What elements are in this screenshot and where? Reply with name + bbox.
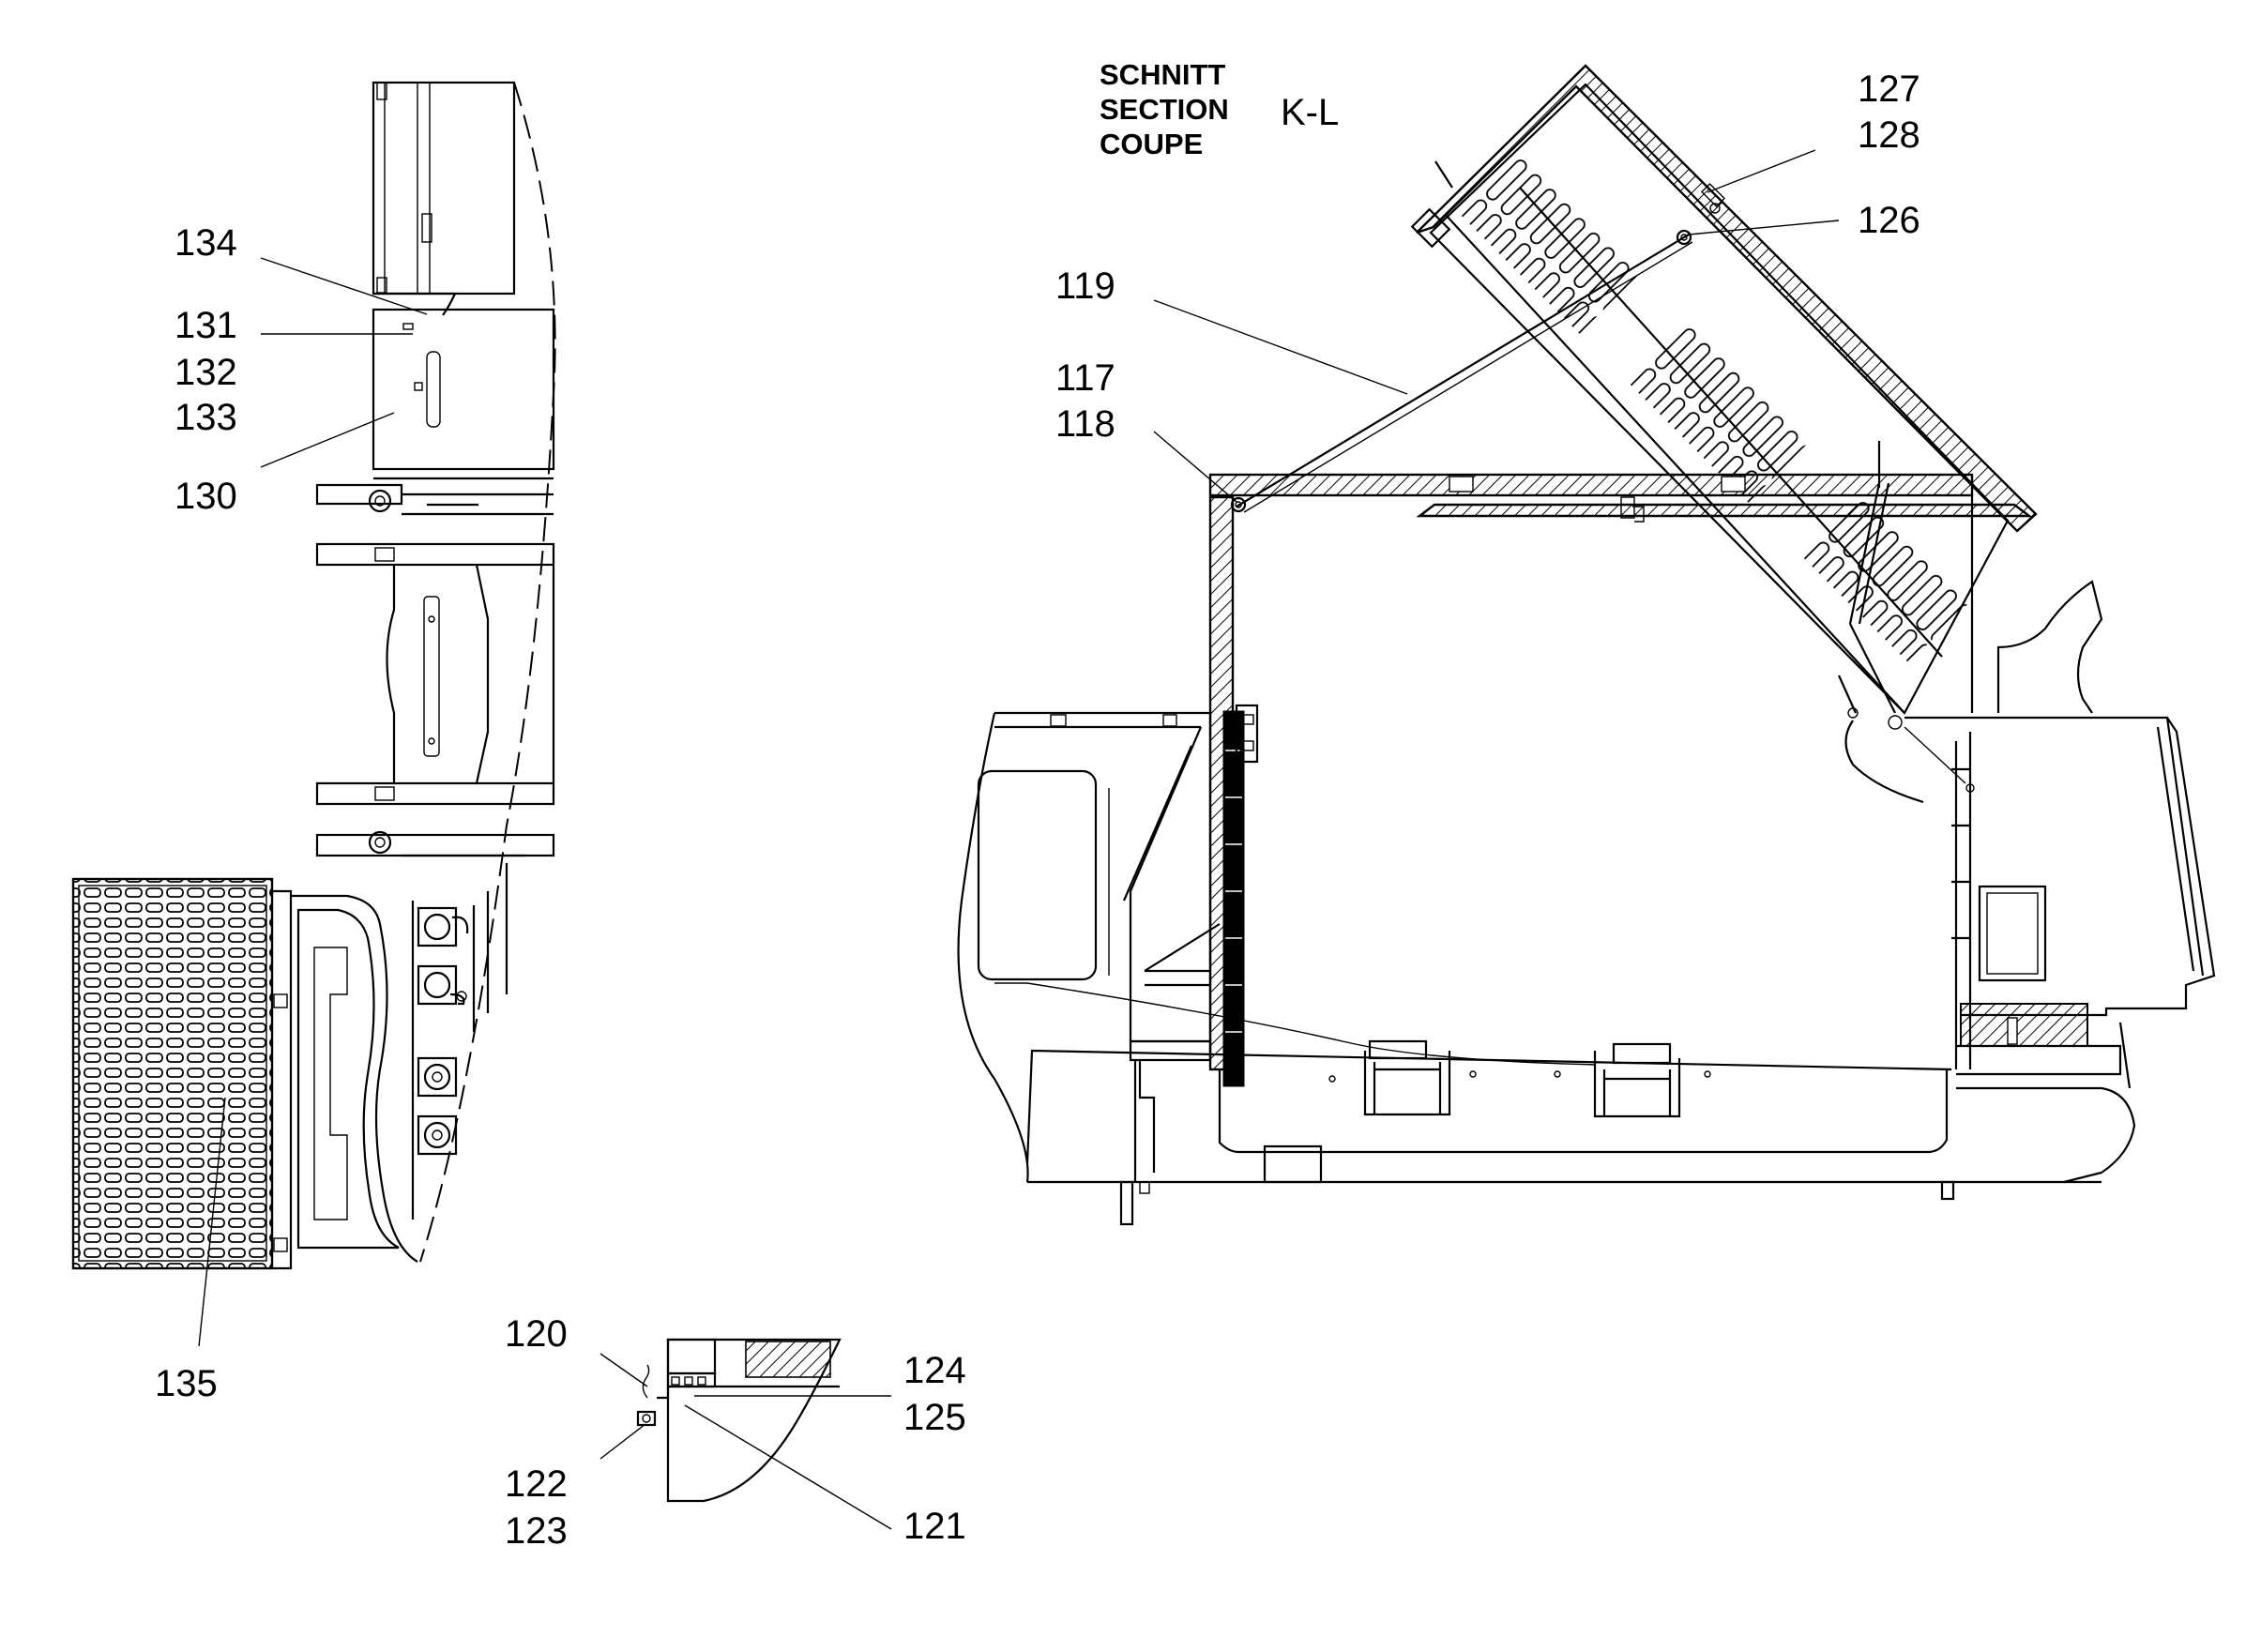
section-id: K-L (1281, 92, 1339, 133)
cover (1410, 64, 2038, 715)
section-title-line-1: SCHNITT (1100, 58, 1225, 91)
callout-134: 134 (175, 222, 237, 264)
section-view (957, 64, 2216, 1226)
joint-detail (599, 1338, 892, 1530)
callout-labels: 134 131 132 133 130 135 120 122 123 124 … (155, 68, 1920, 1552)
callout-122: 122 (505, 1463, 568, 1505)
break-line (419, 82, 556, 1263)
cab-body (994, 711, 1212, 1060)
callout-126: 126 (1858, 200, 1920, 241)
section-title: SCHNITT SECTION COUPE K-L (1100, 58, 1339, 160)
callout-117: 117 (1055, 357, 1115, 399)
callout-135: 135 (155, 1363, 218, 1404)
section-title-line-2: SECTION (1100, 93, 1229, 126)
callout-133: 133 (175, 397, 237, 438)
support-strut (1236, 234, 1690, 508)
callout-124: 124 (903, 1350, 966, 1391)
callout-121: 121 (903, 1506, 966, 1547)
section-title-line-3: COUPE (1100, 128, 1203, 160)
callout-125: 125 (903, 1397, 966, 1438)
grating-135 (71, 877, 274, 1270)
callout-131: 131 (175, 305, 237, 346)
left-view (71, 81, 556, 1347)
roof-beam (1208, 473, 1974, 497)
callout-127: 127 (1858, 68, 1920, 110)
callout-119: 119 (1055, 265, 1115, 307)
callout-128: 128 (1858, 114, 1920, 156)
callout-123: 123 (505, 1510, 568, 1552)
callout-118: 118 (1055, 403, 1115, 445)
upper-column (372, 81, 516, 296)
callout-130: 130 (175, 476, 237, 517)
callout-132: 132 (175, 352, 237, 393)
callout-120: 120 (505, 1313, 568, 1355)
